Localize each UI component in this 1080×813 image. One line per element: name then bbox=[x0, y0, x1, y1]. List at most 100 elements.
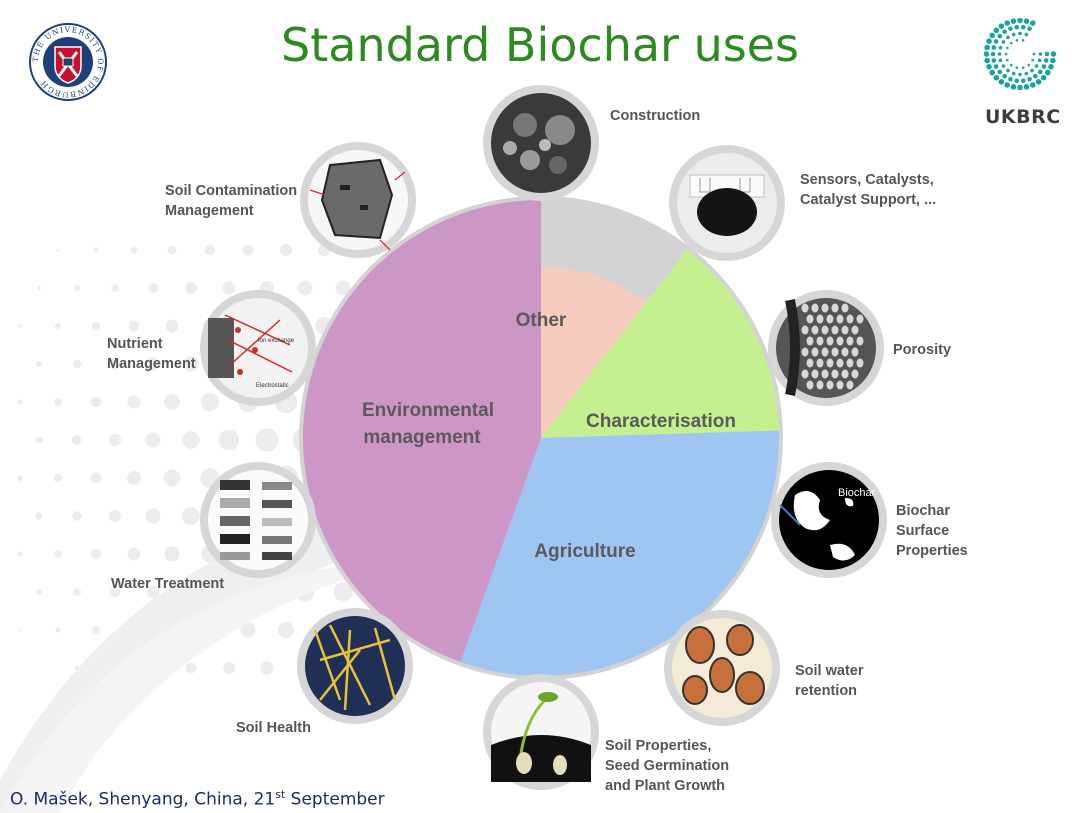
logo-dot bbox=[1024, 32, 1029, 37]
background-dot bbox=[72, 511, 82, 521]
logo-dot bbox=[1032, 52, 1036, 56]
logo-dot bbox=[1027, 63, 1031, 67]
background-dot bbox=[242, 244, 254, 256]
background-dot bbox=[35, 436, 43, 444]
logo-dot bbox=[998, 45, 1003, 50]
pore bbox=[801, 325, 809, 335]
background-dot bbox=[145, 432, 161, 448]
logo-dot bbox=[1023, 84, 1030, 90]
sensors-image bbox=[669, 145, 785, 261]
footer-credit: O. Mašek, Shenyang, China, 21st Septembe… bbox=[10, 788, 385, 810]
pore bbox=[821, 347, 829, 357]
logo-dot bbox=[993, 64, 999, 69]
background-dot bbox=[53, 473, 63, 483]
pore bbox=[801, 303, 809, 313]
logo-dot bbox=[1006, 46, 1009, 50]
background-dot bbox=[255, 428, 279, 452]
logo-dot bbox=[991, 45, 997, 50]
pore bbox=[856, 314, 864, 324]
background-dot bbox=[127, 547, 141, 561]
background-dot bbox=[127, 395, 141, 409]
logo-dot bbox=[991, 58, 997, 63]
pore bbox=[806, 314, 814, 324]
pore bbox=[826, 314, 834, 324]
logo-dot bbox=[1027, 76, 1032, 82]
logo-dot bbox=[1033, 73, 1038, 79]
background-dot bbox=[90, 548, 102, 560]
logo-dot bbox=[1050, 51, 1057, 57]
segment-label-characterisation: Characterisation bbox=[586, 411, 736, 432]
background-dot bbox=[218, 429, 240, 451]
background-dot bbox=[146, 357, 160, 371]
logo-dot bbox=[1038, 52, 1043, 56]
soil-water-image bbox=[664, 610, 780, 726]
label-sensors: Sensors, Catalysts,Catalyst Support, ... bbox=[800, 172, 937, 208]
background-dot bbox=[297, 280, 313, 296]
logo-dot bbox=[1006, 68, 1010, 73]
pore bbox=[851, 347, 859, 357]
pore bbox=[851, 325, 859, 335]
logo-dot bbox=[1027, 26, 1032, 32]
background-dot bbox=[200, 392, 220, 412]
background-dot bbox=[35, 512, 43, 520]
pie-slice-other bbox=[541, 266, 647, 438]
background-dot bbox=[18, 628, 22, 632]
background-dot bbox=[109, 358, 121, 370]
pore bbox=[846, 314, 854, 324]
pore bbox=[816, 314, 824, 324]
background-dot bbox=[108, 433, 122, 447]
water-treatment-image bbox=[200, 462, 316, 578]
pore bbox=[846, 358, 854, 368]
logo-dot bbox=[984, 44, 990, 51]
logo-dot bbox=[998, 79, 1005, 85]
label-water-treatment: Water Treatment bbox=[111, 576, 225, 592]
logo-dot bbox=[1002, 29, 1007, 35]
background-dot bbox=[167, 245, 177, 255]
background-dot bbox=[54, 550, 62, 558]
logo-dot bbox=[1034, 64, 1039, 68]
pore bbox=[831, 325, 839, 335]
background-dot bbox=[17, 475, 23, 481]
logo-dot bbox=[998, 58, 1003, 63]
nutrient-image: Ion exchange Electrostatic bbox=[200, 290, 316, 406]
logo-dot bbox=[1050, 57, 1056, 64]
logo-dot bbox=[1031, 58, 1034, 62]
logo-dot bbox=[1011, 32, 1016, 37]
background-dot bbox=[90, 472, 102, 484]
ion-exchange-caption: Ion exchange bbox=[258, 338, 295, 344]
pore bbox=[811, 369, 819, 379]
logo-dot bbox=[1006, 35, 1010, 40]
soil-health-image bbox=[297, 608, 413, 724]
logo-dot bbox=[1018, 72, 1022, 77]
logo-dot bbox=[998, 23, 1005, 29]
background-dot bbox=[36, 589, 42, 595]
logo-dot bbox=[1048, 64, 1054, 70]
segment-label-environmental-line1: Environmental bbox=[362, 400, 494, 421]
logo-dot bbox=[1004, 82, 1010, 88]
pore bbox=[826, 380, 834, 390]
logo-dot bbox=[986, 38, 992, 44]
pore bbox=[806, 380, 814, 390]
background-dot bbox=[72, 435, 82, 445]
background-dot bbox=[17, 551, 23, 557]
logo-dot bbox=[1035, 79, 1042, 85]
logo-dot bbox=[1045, 69, 1051, 76]
logo-dot bbox=[1030, 20, 1036, 26]
label-porosity: Porosity bbox=[893, 342, 952, 358]
logo-dot bbox=[1021, 66, 1025, 69]
biochar-surface-image: Biochar bbox=[771, 462, 887, 578]
pore bbox=[811, 325, 819, 335]
pore bbox=[816, 336, 824, 346]
ukbrc-logo-mark bbox=[983, 18, 1057, 90]
background-dot bbox=[109, 586, 121, 598]
background-dot bbox=[165, 319, 179, 333]
pore bbox=[816, 358, 824, 368]
background-dot bbox=[93, 247, 99, 253]
background-dot bbox=[277, 621, 295, 639]
pore bbox=[821, 303, 829, 313]
background-dot bbox=[148, 283, 158, 293]
logo-dot bbox=[1004, 52, 1008, 56]
seedling-image bbox=[483, 674, 599, 790]
background-dot bbox=[163, 469, 181, 487]
